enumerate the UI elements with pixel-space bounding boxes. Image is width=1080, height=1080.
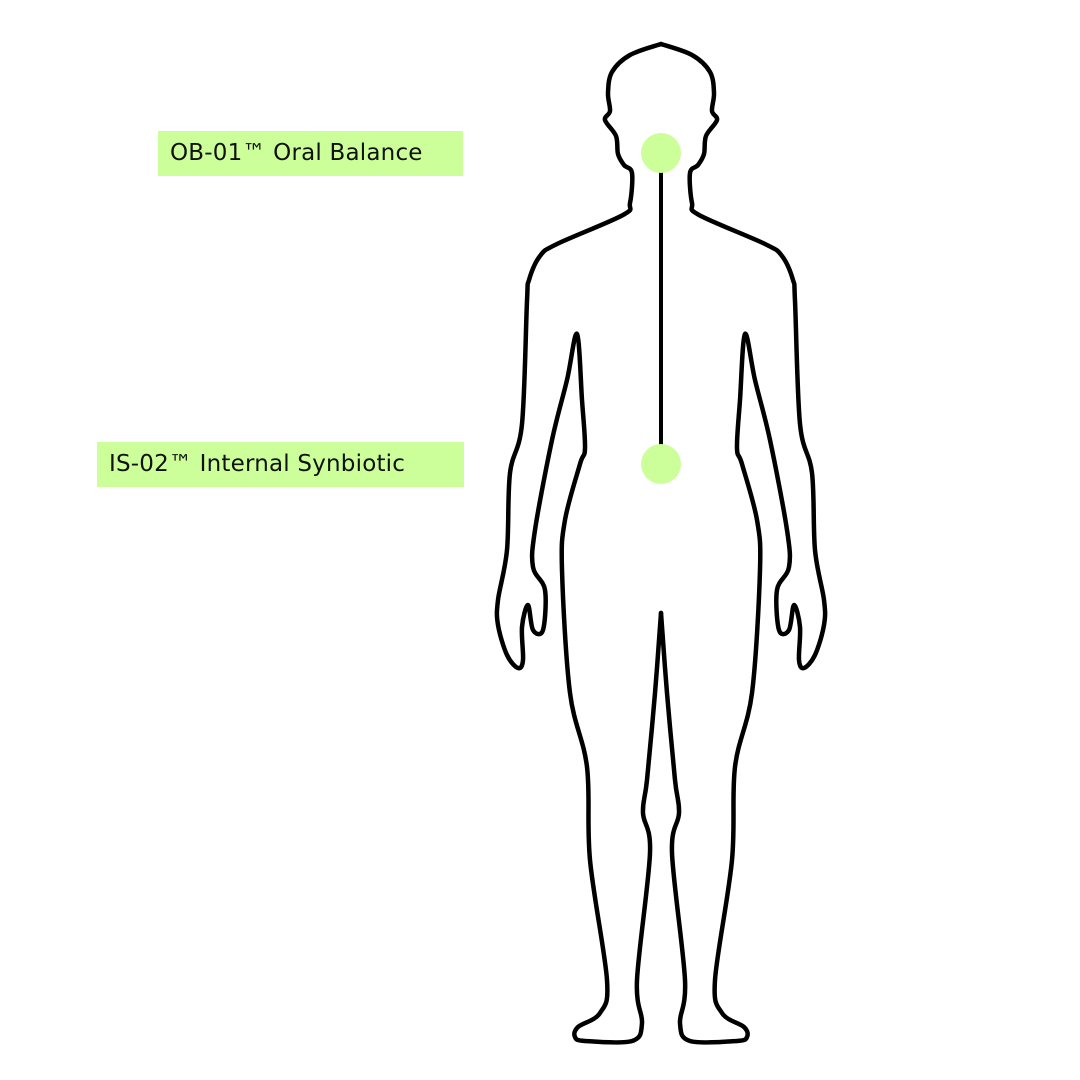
body-outline-right bbox=[658, 41, 828, 1045]
label-oral-balance: OB-01™ Oral Balance bbox=[158, 131, 463, 176]
marker-oral bbox=[641, 133, 681, 173]
label-internal-synbiotic: IS-02™ Internal Synbiotic bbox=[97, 442, 464, 487]
marker-gut bbox=[641, 444, 681, 484]
body-outline-left bbox=[494, 41, 664, 1045]
